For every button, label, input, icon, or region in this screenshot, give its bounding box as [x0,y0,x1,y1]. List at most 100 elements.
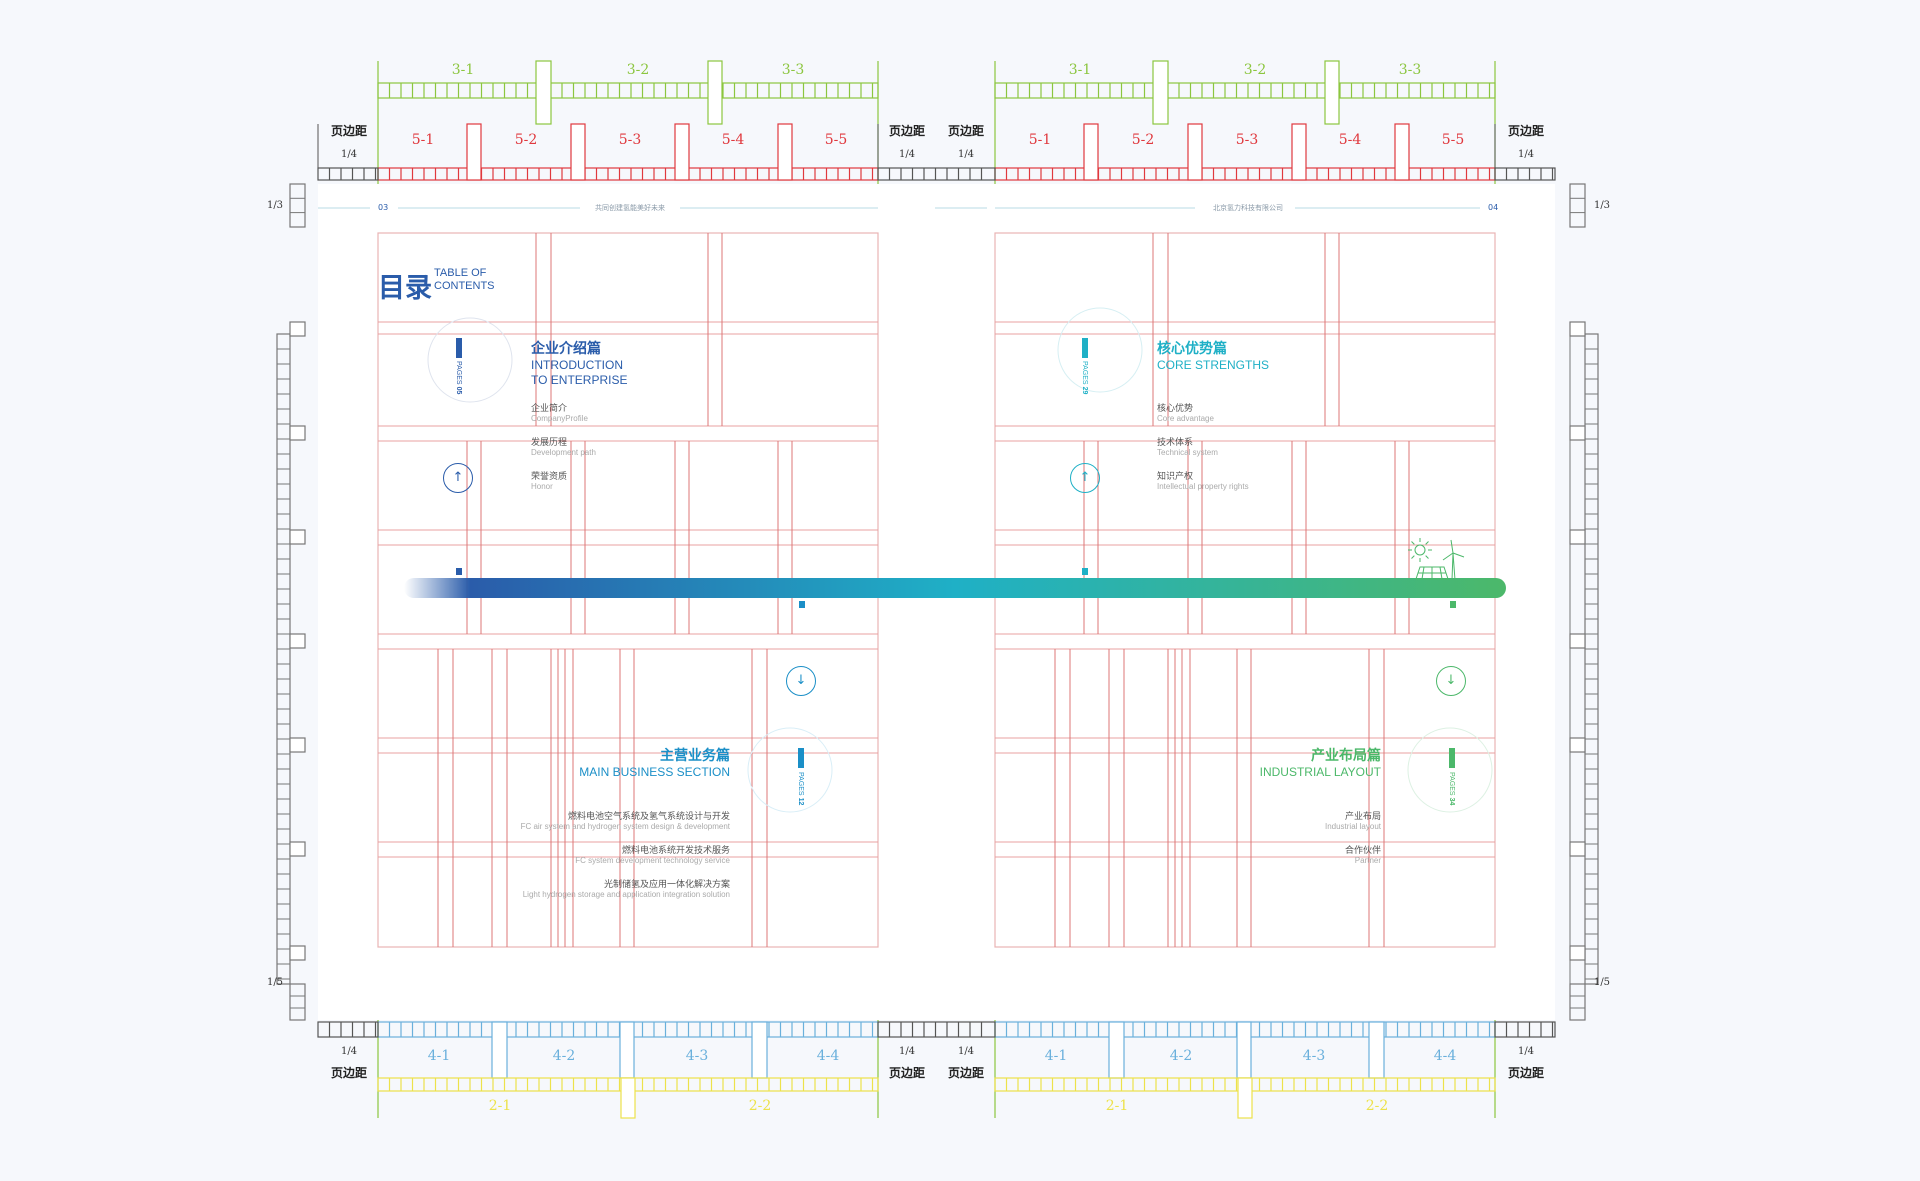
side-fraction: 1/3 [266,200,284,211]
margin-label: 页边距 [1507,124,1545,138]
ruler-label-3: 3-2 [1243,62,1267,78]
gutter-tab [535,60,552,125]
margin-fraction: 1/4 [1517,149,1535,160]
margin-label: 页边距 [1507,1066,1545,1080]
side-ruler-ladder [276,333,291,985]
gutter-tab [1569,633,1586,649]
ruler-label-2: 2-2 [1365,1098,1389,1114]
section2-heading[interactable]: 核心优势篇 CORE STRENGTHS [1157,341,1270,372]
ruler-label-5: 5-1 [1028,132,1052,148]
toc-title-cn: 目录 [378,273,432,304]
side-ruler-ladder [1584,333,1599,985]
left-header-text: 共同创建氢能美好未来 [595,204,665,212]
margin-label: 页边距 [947,1066,985,1080]
margin-ruler [1494,1021,1556,1038]
margin-ruler [317,1021,379,1038]
gutter-tab [1291,123,1307,181]
gutter-tab [289,425,306,441]
margin-fraction: 1/4 [340,149,358,160]
ruler-label-5: 5-4 [721,132,745,148]
ruler-label-5: 5-3 [1235,132,1259,148]
sun-icon [1414,544,1426,556]
section2-marker [1082,338,1088,358]
right-page-number: 04 [1488,203,1499,212]
margin-fraction: 1/4 [1517,1046,1535,1057]
toc-en-line1: TABLE OF [434,267,487,279]
sun-ray [1411,541,1415,545]
margin-fraction: 1/4 [898,1046,916,1057]
ruler-label-3: 3-1 [451,62,475,78]
column-ruler-3 [377,82,879,99]
section3-heading[interactable]: 主营业务篇 MAIN BUSINESS SECTION [579,748,730,779]
margin-fraction: 1/4 [957,1046,975,1057]
margin-ruler [317,167,379,181]
gutter-tab [1108,1021,1125,1079]
gutter-tab [707,60,723,125]
ruler-label-5: 5-5 [824,132,848,148]
timeline-bar [404,578,1506,598]
gutter-tab [1569,321,1586,337]
sun-ray [1425,555,1429,559]
decorative-arc [1407,727,1493,813]
ruler-label-4: 4-3 [1302,1048,1326,1064]
margin-label: 页边距 [888,124,926,138]
gutter-tab [289,841,306,857]
gutter-tab [777,123,793,181]
margin-ruler [1494,167,1556,181]
spread-background [318,184,1555,1020]
gutter-tab [1237,1077,1253,1119]
timeline-marker [1450,601,1456,608]
side-fraction: 1/3 [1593,200,1611,211]
section1-pages: PAGES 05 [455,361,462,395]
gutter-tab [466,123,482,181]
gutter-tab [1569,737,1586,753]
gutter-tab [1569,529,1586,545]
section4-heading[interactable]: 产业布局篇 INDUSTRIAL LAYOUT [1259,748,1381,779]
ruler-label-3: 3-3 [781,62,805,78]
margin-ruler [877,167,996,181]
side-fraction: 1/5 [1593,977,1611,988]
gutter-tab [1394,123,1410,181]
gutter-tab [1324,60,1340,125]
left-page-number: 03 [378,203,389,212]
section2-pages: PAGES 29 [1081,361,1088,395]
margin-ruler [877,1021,996,1038]
gutter-tab [1236,1021,1252,1079]
ruler-label-2: 2-1 [488,1098,512,1114]
decorative-arc [747,727,833,813]
section1-heading[interactable]: 企业介绍篇 INTRODUCTION TO ENTERPRISE [531,341,628,387]
ruler-label-5: 5-2 [514,132,538,148]
gutter-tab [289,529,306,545]
ruler-label-5: 5-2 [1131,132,1155,148]
gutter-tab [1152,60,1169,125]
margin-label: 页边距 [330,1066,368,1080]
gutter-tab [491,1021,508,1079]
wind-turbine-icon [1442,539,1465,581]
margin-fraction: 1/4 [340,1046,358,1057]
ruler-label-4: 4-2 [1169,1048,1193,1064]
sun-ray [1425,541,1429,545]
section4-pages: PAGES 34 [1448,772,1455,806]
ruler-label-4: 4-4 [816,1048,840,1064]
gutter-tab [1083,123,1099,181]
gutter-tab [674,123,690,181]
gutter-tab [1569,841,1586,857]
gutter-tab [289,633,306,649]
ruler-label-5: 5-5 [1441,132,1465,148]
gutter-tab [289,737,306,753]
